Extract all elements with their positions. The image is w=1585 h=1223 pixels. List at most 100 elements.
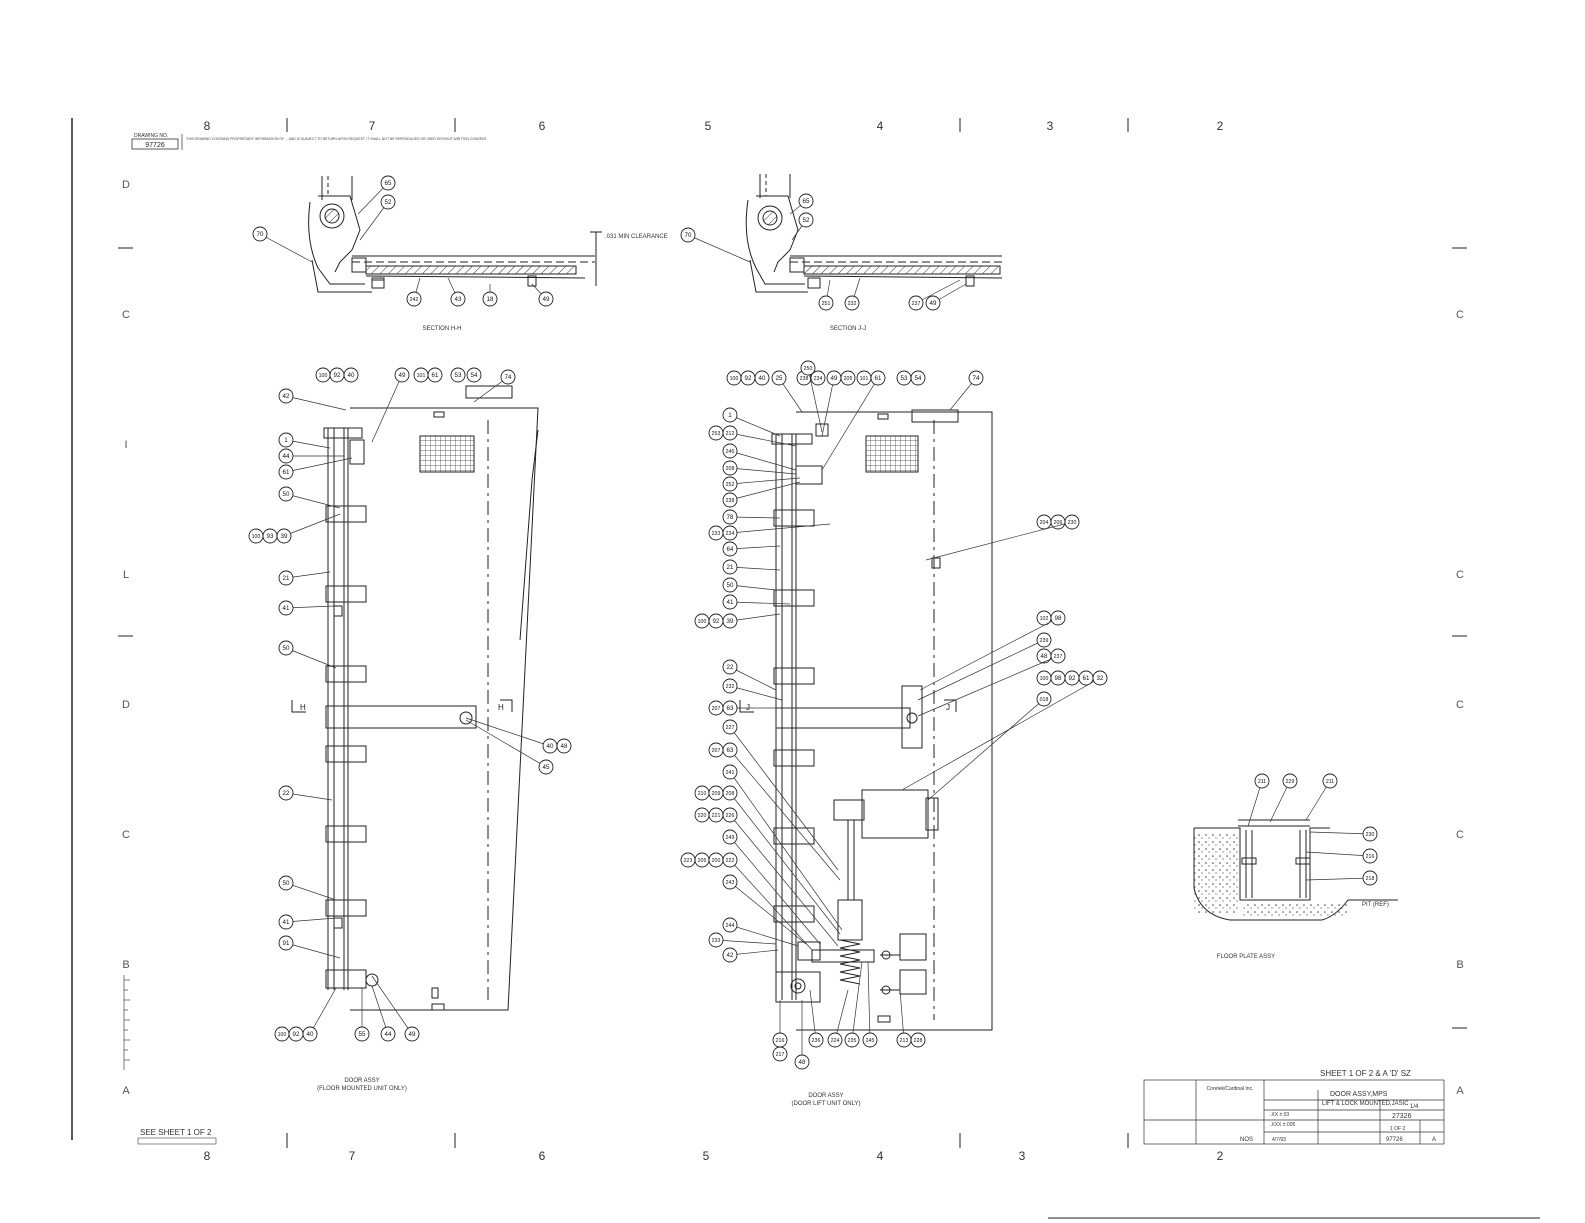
callout-label: 233 xyxy=(712,531,721,537)
callout-label: 42 xyxy=(283,393,290,400)
door-lift-callout-53: 53 xyxy=(896,370,912,386)
callout-label: 50 xyxy=(283,645,290,652)
zone-bottom-4: 4 xyxy=(877,1149,884,1163)
door-floor-callout-101: 101 xyxy=(413,367,429,383)
door-lift-callout-213: 213 xyxy=(896,989,912,1048)
zone-left-3: I xyxy=(124,439,127,451)
door-lift-callout-205: 205 xyxy=(694,852,710,868)
door-floor-callout-53: 53 xyxy=(450,367,466,383)
vertical-scale xyxy=(123,975,130,1070)
section-h-caption: SECTION H-H xyxy=(423,326,462,332)
floor-plate-view xyxy=(1193,819,1398,921)
callout-label: 232 xyxy=(726,684,735,690)
callout-label: 249 xyxy=(726,835,735,841)
pivot-roller-j xyxy=(757,205,783,231)
callout-label: 45 xyxy=(543,764,550,771)
door-lift-callout-74: 74 xyxy=(949,370,984,411)
door-lift-callout-222: 222 xyxy=(722,852,813,951)
door-lift-callout-252: 252 xyxy=(722,476,801,492)
door-floor-callout-54: 54 xyxy=(466,367,482,383)
callout-label: 21 xyxy=(283,575,290,582)
section-marker-h-left: H xyxy=(300,703,306,712)
title-line-2: LIFT & LOCK MOUNTED,JASIC xyxy=(1322,1101,1409,1107)
callout-label: 52 xyxy=(803,217,810,224)
door-lift-callout-239: 239 xyxy=(917,632,1052,701)
zone-right-1: C xyxy=(1456,309,1464,321)
door-lift-callout-204: 204 xyxy=(1036,514,1052,530)
section-j-callout-237: 237 xyxy=(908,279,961,311)
callout-label: 018 xyxy=(1040,697,1049,703)
door-lift-callout-64: 64 xyxy=(722,541,781,557)
door-floor-callout-40: 40 xyxy=(465,717,558,754)
callout-label: 22 xyxy=(283,790,290,797)
callout-label: 204 xyxy=(1040,520,1049,526)
door-lift-callout-233: 233 xyxy=(708,525,724,541)
callout-label: 52 xyxy=(385,199,392,206)
section-marker-j-left: J xyxy=(746,703,750,712)
see-sheet-note: SEE SHEET 1 OF 2 xyxy=(137,1128,217,1145)
door-lift-callout-253: 253 xyxy=(708,425,724,441)
door-floor-section-markers: H H xyxy=(300,703,504,712)
tolerance-2: .XXX ±.005 xyxy=(1270,1122,1295,1128)
door-lift-callout-54: 54 xyxy=(910,370,926,386)
door-lift-callout-234: 234 xyxy=(722,523,831,541)
floor-plate-hatch-j xyxy=(803,265,1001,275)
door-lift-callout-92: 92 xyxy=(708,613,724,629)
door-lift-callout-243: 243 xyxy=(722,874,807,945)
callout-label: 50 xyxy=(283,491,290,498)
callout-label: 100 xyxy=(319,373,328,379)
callout-label: 208 xyxy=(726,791,735,797)
door-floor-callout-48: 48 xyxy=(556,738,572,754)
stamp-label: DRAWING NO. xyxy=(134,133,168,139)
door-lift-callout-018: 018 xyxy=(927,691,1052,801)
section-marker-h-right: H xyxy=(498,703,504,712)
door-lift-callout-40: 40 xyxy=(754,370,770,386)
door-floor-callout-93: 93 xyxy=(262,528,278,544)
callout-label: 218 xyxy=(1366,876,1375,882)
callout-label: 70 xyxy=(685,232,692,239)
zone-top-7: 7 xyxy=(369,119,376,133)
door-lift-callout-212: 212 xyxy=(722,425,797,447)
floor-plate-callout-230: 230 xyxy=(1309,826,1378,842)
sheet-no: 1 OF 2 xyxy=(1390,1126,1406,1132)
rev-letter: A xyxy=(1432,1137,1436,1143)
door-floor-callout-61: 61 xyxy=(427,367,443,383)
callout-label: 50 xyxy=(727,582,734,589)
callout-label: 232 xyxy=(848,301,857,307)
zone-right-4: C xyxy=(1456,829,1464,841)
tolerance-1: .XX ±.03 xyxy=(1270,1112,1289,1118)
door-lift-callout-235: 235 xyxy=(844,961,863,1048)
section-h-view xyxy=(308,176,602,293)
sheet-border xyxy=(71,118,1540,1219)
zone-bottom-5: 5 xyxy=(703,1149,710,1163)
door-lift-callout-48: 48 xyxy=(794,1000,810,1070)
callout-label: 241 xyxy=(726,770,735,776)
floor-plate-callout-211: 211 xyxy=(1305,773,1338,821)
vision-screen xyxy=(419,435,475,473)
floor-plate-caption: FLOOR PLATE ASSY xyxy=(1217,954,1275,960)
door-lift-callout-244: 244 xyxy=(722,917,799,947)
callout-label: 230 xyxy=(1068,520,1077,526)
zone-right-2: C xyxy=(1456,569,1464,581)
door-lift-callout-205: 205 xyxy=(840,370,856,386)
callout-label: 50 xyxy=(283,880,290,887)
callout-label: 39 xyxy=(281,533,288,540)
callout-label: 235 xyxy=(848,1038,857,1044)
callout-label: 100 xyxy=(698,619,707,625)
door-lift-callout-92: 92 xyxy=(740,370,756,386)
door-lift-callout-209: 209 xyxy=(708,785,724,801)
zone-left-1: D xyxy=(122,179,130,191)
section-j-callout-65: 65 xyxy=(789,193,814,215)
motor-body xyxy=(861,789,929,839)
zone-left-7: B xyxy=(122,959,129,971)
door-floor-callout-100: 100 xyxy=(248,528,264,544)
door-lift-callout-217: 217 xyxy=(772,1046,788,1062)
door-floor-callout-55: 55 xyxy=(354,988,370,1042)
zone-top-4: 4 xyxy=(877,119,884,133)
callout-label: 41 xyxy=(727,599,734,606)
callout-label: 65 xyxy=(385,180,392,187)
title-block-text: SHEET 1 OF 2 & A 'D' SZ Coretek/Cardinal… xyxy=(1207,1069,1437,1143)
callout-label: 224 xyxy=(831,1038,840,1044)
door-lift-callout-245: 245 xyxy=(862,961,878,1048)
